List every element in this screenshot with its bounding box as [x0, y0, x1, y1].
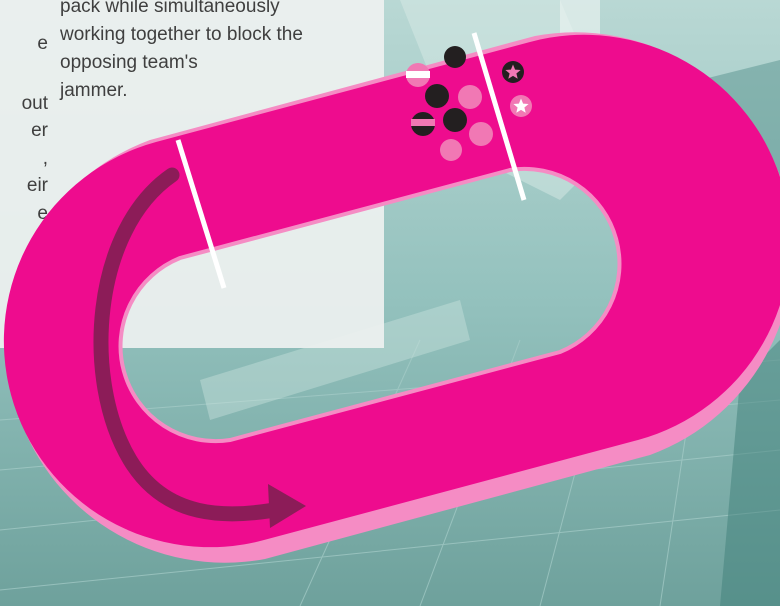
- track-surface: [4, 35, 780, 547]
- blocker-black: [444, 46, 466, 68]
- blocker-pink: [440, 139, 462, 161]
- blocker-pink: [469, 122, 493, 146]
- pivot-blocker-stripe-helmet-icon: [406, 63, 430, 87]
- pivot-blocker-stripe-helmet-icon: [411, 112, 435, 136]
- jammer-dark: [502, 61, 524, 83]
- blocker-black: [443, 108, 467, 132]
- blocker-pink: [458, 85, 482, 109]
- jammer-light: [510, 95, 532, 117]
- blocker-black: [425, 84, 449, 108]
